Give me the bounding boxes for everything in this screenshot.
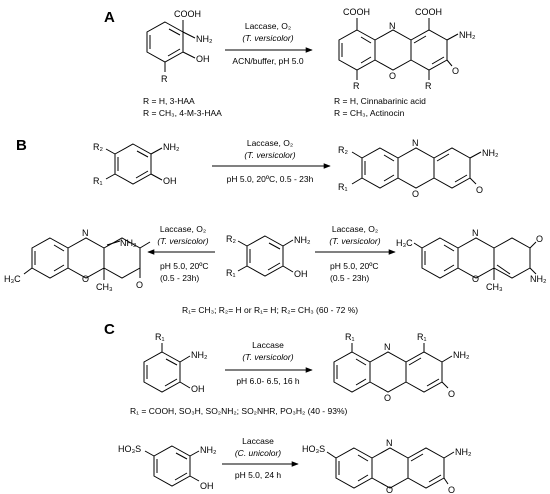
reactant-b1-group-r2: R₂ <box>93 142 103 152</box>
reactant-b1-group-nh2: NH₂ <box>163 142 180 152</box>
product-c1-group-nh2: NH₂ <box>453 350 470 360</box>
product-a-ring-oxygen: O <box>389 71 396 81</box>
arrow-b2-left-conditions-2: (0.5 - 23h) <box>160 273 199 283</box>
arrow-b2-left-enzyme: Laccase, O₂ <box>160 224 206 234</box>
product-a-group-r-1: R <box>353 81 360 91</box>
product-a-group-nh2: NH₂ <box>459 30 476 40</box>
arrow-c2-organism: (C. unicolor) <box>235 448 281 458</box>
product-a-group-r-2: R <box>425 81 432 91</box>
panel-a-label: A <box>104 9 115 26</box>
product-b1-group-r1: R₁ <box>338 182 348 192</box>
reactant-b2-group-oh: OH <box>294 269 308 279</box>
product-b1-ring-nitrogen: N <box>412 138 419 148</box>
reactant-b2-group-r2: R₂ <box>226 234 236 244</box>
reactant-c1-group-r1: R₁ <box>155 332 165 342</box>
reactant-a-group-r: R <box>161 74 168 84</box>
panel-c-note: R₁ = COOH, SO₃H, SO₂NH₂; SO₂NHR, PO₃H₂ (… <box>130 406 348 416</box>
panel-c-reactant-2-structure: HO₃S NH₂ OH <box>118 444 217 491</box>
reactant-a-name-2: R = CH₃, 4-M-3-HAA <box>143 108 222 118</box>
panel-b-product-1-structure: R₂ R₁ NH₂ N O O <box>338 138 499 199</box>
product-a-ring-nitrogen: N <box>389 21 396 31</box>
arrow-c1-conditions: pH 6.0- 6.5, 16 h <box>236 376 300 386</box>
reactant-b2-group-nh2: NH₂ <box>294 235 311 245</box>
panel-c-product-1-structure: R₁ R₁ NH₂ N O O <box>333 332 470 403</box>
product-b2l-group-h3c: H₃C <box>4 274 21 284</box>
product-b1-group-nh2: NH₂ <box>482 148 499 158</box>
arrow-b1-conditions: pH 5.0, 20ºC, 0.5 - 23h <box>227 174 314 184</box>
reactant-a-group-cooh: COOH <box>174 9 201 19</box>
product-b2r-group-ch3: CH₃ <box>486 282 503 292</box>
arrow-b2-right-enzyme: Laccase, O₂ <box>332 224 378 234</box>
product-c2-ring-oxygen: O <box>386 485 393 494</box>
product-c2-carbonyl-oxygen: O <box>448 485 455 494</box>
product-c1-group-r1-a: R₁ <box>345 332 355 342</box>
panel-b-reactant-1-structure: R₂ R₁ NH₂ OH <box>93 142 180 186</box>
arrow-a-enzyme: Laccase, O₂ <box>245 21 291 31</box>
reactant-a-group-nh2: NH₂ <box>196 34 213 44</box>
arrow-b2-right-conditions-2: (0.5 - 23h) <box>330 273 369 283</box>
reactant-a-group-oh: OH <box>196 54 210 64</box>
product-a-group-cooh-1: COOH <box>343 7 370 17</box>
panel-b-label: B <box>16 137 27 154</box>
panel-c-product-2-structure: HO₃S NH₂ N O O <box>302 438 472 494</box>
product-b1-carbonyl-oxygen: O <box>476 185 483 195</box>
product-b2l-group-ch3: CH₃ <box>96 282 113 292</box>
product-c2-group-so3h: HO₃S <box>302 444 325 454</box>
arrow-b1-organism: (T. versicolor) <box>244 150 295 160</box>
product-a-name-2: R = CH₃, Actinocin <box>334 108 405 118</box>
panel-b-reactant-2-structure: R₂ R₁ NH₂ OH <box>226 234 311 279</box>
product-b2r-carbonyl-oxygen: O <box>536 234 543 244</box>
arrow-c1-enzyme: Laccase <box>252 340 284 350</box>
product-a-carbonyl-oxygen: O <box>452 66 459 76</box>
reactant-c2-group-so3h: HO₃S <box>118 444 141 454</box>
panel-b-right-product-structure: H₃C O NH₂ O CH₃ N <box>396 228 547 292</box>
product-b2r-ring-nitrogen: N <box>472 228 479 238</box>
panel-c: C R₁ NH₂ OH Laccase (T. versicolor) pH 6… <box>104 321 472 494</box>
arrow-b2-right-organism: (T. versicolor) <box>329 236 380 246</box>
product-a-group-cooh-2: COOH <box>415 7 442 17</box>
reactant-b1-group-r1: R₁ <box>93 176 103 186</box>
panel-b-left-product-structure: NH₂ H₃C O CH₃ O N <box>4 228 151 292</box>
product-c2-ring-nitrogen: N <box>386 438 393 448</box>
product-c1-carbonyl-oxygen: O <box>448 389 455 399</box>
product-b2l-ring-nitrogen: N <box>82 228 89 238</box>
reactant-c1-group-nh2: NH₂ <box>191 350 208 360</box>
product-c1-ring-nitrogen: N <box>384 342 391 352</box>
arrow-c2-enzyme: Laccase <box>242 436 274 446</box>
arrow-b1-enzyme: Laccase, O₂ <box>247 138 293 148</box>
product-c1-ring-oxygen: O <box>384 393 391 403</box>
arrow-a-conditions: ACN/buffer, pH 5.0 <box>232 56 303 66</box>
product-b2l-group-nh2: NH₂ <box>120 238 137 248</box>
reactant-c1-group-oh: OH <box>191 384 205 394</box>
product-b2r-group-h3c: H₃C <box>396 238 413 248</box>
product-b2r-group-nh2: NH₂ <box>530 274 547 284</box>
reactant-c2-group-oh: OH <box>200 481 214 491</box>
panel-b: B R₂ R₁ NH₂ OH Laccase, O₂ (T. versicolo… <box>4 137 547 315</box>
product-b1-group-r2: R₂ <box>338 145 348 155</box>
arrow-b2-left-organism: (T. versicolor) <box>157 236 208 246</box>
panel-c-reactant-1-structure: R₁ NH₂ OH <box>143 332 208 394</box>
arrow-b2-left-conditions-1: pH 5.0, 20ºC <box>160 261 208 271</box>
product-b2r-ring-oxygen: O <box>472 274 479 284</box>
panel-b-note: R₁= CH₃; R₂= H or R₁= H; R₂= CH₃ (60 - 7… <box>182 305 358 315</box>
arrow-a-organism: (T. versicolor) <box>242 33 293 43</box>
panel-a-reactant-structure: COOH NH₂ OH R <box>146 9 213 84</box>
arrow-c1-organism: (T. versicolor) <box>242 352 293 362</box>
reactant-b2-group-r1: R₁ <box>226 268 236 278</box>
panel-a: A COOH NH₂ OH R R = H, 3-HAA R = CH₃, 4-… <box>104 7 476 118</box>
panel-a-product-structure: COOH COOH NH₂ O R R N O <box>338 7 476 91</box>
product-a-name-1: R = H, Cinnabarinic acid <box>334 96 426 106</box>
product-b1-ring-oxygen: O <box>412 189 419 199</box>
reactant-b1-group-oh: OH <box>163 176 177 186</box>
reactant-a-name-1: R = H, 3-HAA <box>143 96 195 106</box>
panel-c-label: C <box>104 321 115 338</box>
arrow-c2-conditions: pH 5.0, 24 h <box>235 470 282 480</box>
product-b2l-ring-oxygen: O <box>82 274 89 284</box>
product-c1-group-r1-b: R₁ <box>417 332 427 342</box>
product-b2l-carbonyl-oxygen: O <box>136 280 143 290</box>
reactant-c2-group-nh2: NH₂ <box>200 445 217 455</box>
product-c2-group-nh2: NH₂ <box>455 447 472 457</box>
arrow-b2-right-conditions-1: pH 5.0, 20ºC <box>330 261 378 271</box>
